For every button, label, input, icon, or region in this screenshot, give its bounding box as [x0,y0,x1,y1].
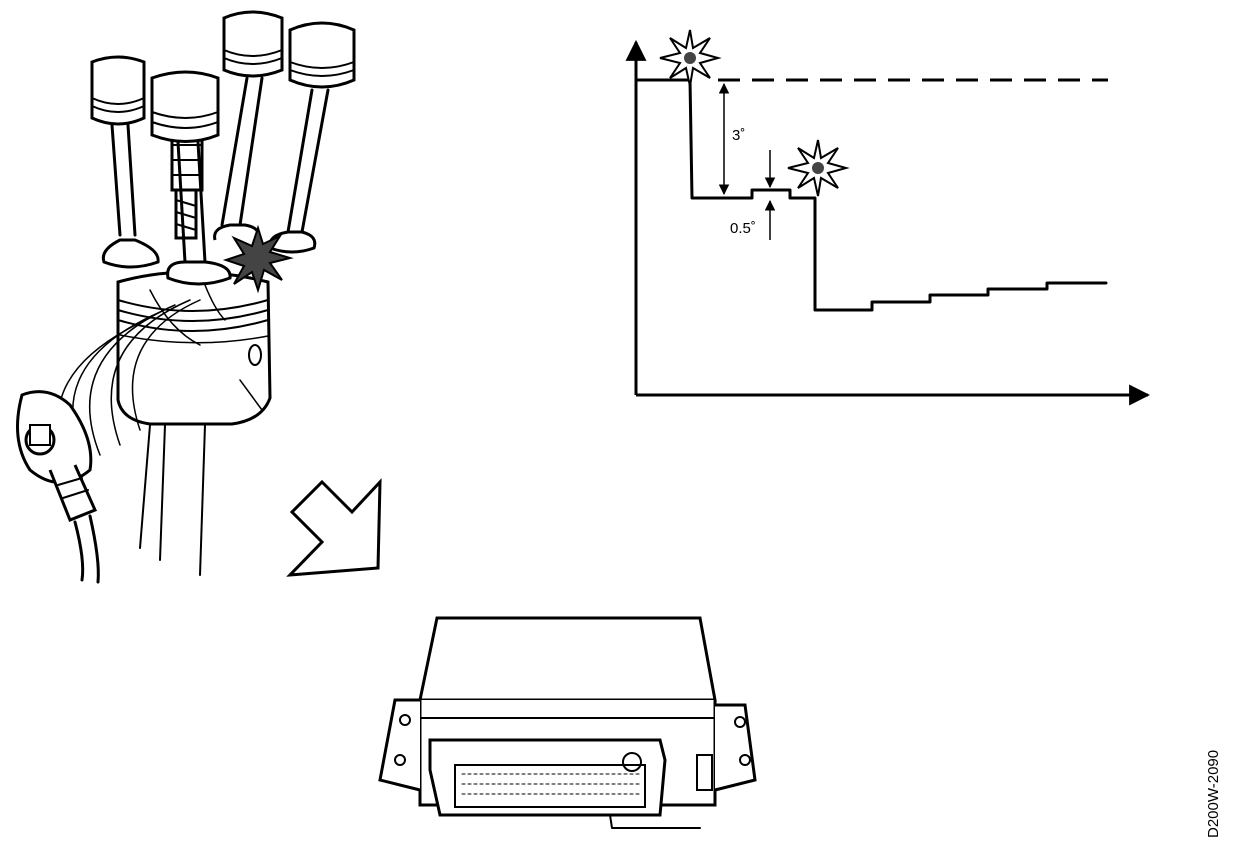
label-step-small: 0.5˚ [730,220,756,237]
sensor-cable [73,514,100,584]
connecting-rod [139,424,206,576]
valve-4 [268,21,356,254]
retarded-timing-step-line [634,78,1108,312]
dimension-step-small: 0.5˚ [730,150,782,240]
valve-2 [150,70,232,286]
figure-reference-code: D200W-2090 [1205,750,1222,838]
signal-flow-arrow [286,478,382,577]
knock-event-icon-2 [787,139,850,197]
label-step-large: 3˚ [732,127,745,144]
knock-event-icon-1 [659,29,722,87]
valve-1 [90,55,160,269]
dimension-step-large: 3˚ [718,82,745,196]
knock-sensor [16,390,98,522]
piston [116,270,272,426]
graph-axes [625,39,1151,406]
valve-3 [213,10,284,241]
knock-flash-icon [222,224,294,294]
engine-cutaway-illustration [16,10,356,584]
ignition-timing-graph: 3˚ 0.5˚ [625,29,1151,406]
engine-control-unit [378,616,757,829]
